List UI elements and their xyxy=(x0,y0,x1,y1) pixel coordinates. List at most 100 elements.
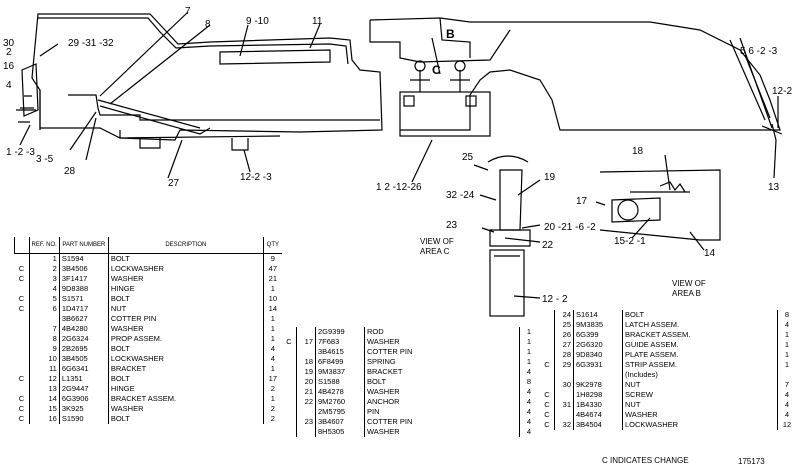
callout-12-2b: 12 - 2 xyxy=(542,294,568,305)
change-flag xyxy=(540,350,555,360)
quantity: 4 xyxy=(519,397,538,407)
change-footnote: C INDICATES CHANGE xyxy=(602,456,689,465)
part-number: L1351 xyxy=(58,374,109,384)
quantity: 9 xyxy=(262,253,282,264)
quantity: 4 xyxy=(519,367,538,377)
part-number: 2G9447 xyxy=(58,384,109,394)
ref-number: 21 xyxy=(296,387,316,397)
change-flag: C xyxy=(18,294,25,304)
description: WASHER xyxy=(107,324,264,334)
quantity: 1 xyxy=(262,364,282,374)
change-flag xyxy=(15,284,30,294)
quantity xyxy=(777,370,796,380)
change-flag xyxy=(15,314,30,324)
change-flag xyxy=(540,370,555,380)
change-flag xyxy=(282,387,297,397)
part-number: 3B4506 xyxy=(58,264,109,274)
ref-number: 22 xyxy=(296,397,316,407)
machine-body-lines xyxy=(16,11,783,317)
quantity: 1 xyxy=(519,337,538,347)
ref-number xyxy=(28,314,60,324)
callout-2: 2 xyxy=(6,47,12,58)
quantity: 2 xyxy=(262,384,282,394)
change-flag xyxy=(15,364,30,374)
quantity: 1 xyxy=(777,360,796,370)
description: COTTER PIN xyxy=(364,347,520,357)
quantity: 1 xyxy=(262,394,282,404)
change-flag xyxy=(282,397,297,407)
callout-4: 4 xyxy=(6,80,12,91)
change-flag: C xyxy=(544,360,550,370)
quantity: 4 xyxy=(262,344,282,354)
part-number: 3K925 xyxy=(58,404,109,414)
ref-number: 2 xyxy=(28,264,60,274)
quantity: 8 xyxy=(777,310,796,320)
description: PROP ASSEM. xyxy=(107,334,264,344)
change-flag xyxy=(15,384,30,394)
part-number: 9D8340 xyxy=(573,350,623,360)
part-number: 4B4674 xyxy=(573,410,623,420)
change-flag: C xyxy=(18,304,25,314)
part-number: S1571 xyxy=(58,294,109,304)
callout-25: 25 xyxy=(462,152,474,163)
ref-number: 23 xyxy=(296,417,316,427)
ref-number: 8 xyxy=(28,334,60,344)
change-flag: C xyxy=(544,410,550,420)
ref-number xyxy=(296,327,316,337)
callout-12-2-3: 12-2 -3 xyxy=(240,172,272,183)
part-number: 4B4278 xyxy=(315,387,365,397)
ref-number xyxy=(554,410,574,420)
change-flag: C xyxy=(544,420,550,430)
quantity: 12 xyxy=(777,420,796,430)
part-number: 9M2760 xyxy=(315,397,365,407)
description: STRIP ASSEM. xyxy=(622,360,778,370)
callout-12-2: 12-2 xyxy=(772,86,792,97)
quantity: 4 xyxy=(519,387,538,397)
change-flag xyxy=(282,327,297,337)
description: ANCHOR xyxy=(364,397,520,407)
description: BOLT xyxy=(107,253,264,264)
description: LOCKWASHER xyxy=(107,264,264,274)
ref-number: 16 xyxy=(28,414,60,424)
ref-number xyxy=(296,427,316,437)
quantity: 21 xyxy=(262,274,282,284)
part-number: 3B6627 xyxy=(58,314,109,324)
callout-13: 13 xyxy=(768,182,780,193)
callout-18: 18 xyxy=(632,146,644,157)
description: BOLT xyxy=(622,310,778,320)
part-number: S1594 xyxy=(58,253,109,264)
callout-20-21-6-2: 20 -21 -6 -2 xyxy=(544,222,596,233)
ref-number: 28 xyxy=(554,350,574,360)
callout-7: 7 xyxy=(185,6,191,17)
ref-number: 30 xyxy=(554,380,574,390)
part-number: 2G9399 xyxy=(315,327,365,337)
description: WASHER xyxy=(364,427,520,437)
part-number: 8H5305 xyxy=(315,427,365,437)
description: NUT xyxy=(622,380,778,390)
change-flag xyxy=(282,377,297,387)
description: BOLT xyxy=(107,414,264,424)
part-number: 2M5795 xyxy=(315,407,365,417)
quantity: 4 xyxy=(777,410,796,420)
part-number: 9M3837 xyxy=(315,367,365,377)
quantity: 4 xyxy=(519,427,538,437)
callout-B: B xyxy=(446,27,455,41)
description: NUT xyxy=(107,304,264,314)
change-flag xyxy=(282,407,297,417)
description: BOLT xyxy=(107,294,264,304)
quantity: 1 xyxy=(262,284,282,294)
description-header: DESCRIPTION xyxy=(107,237,264,254)
callout-labels: 30 2 16 4 29 -31 -32 7 8 9 -10 11 B C 5 … xyxy=(3,6,792,305)
